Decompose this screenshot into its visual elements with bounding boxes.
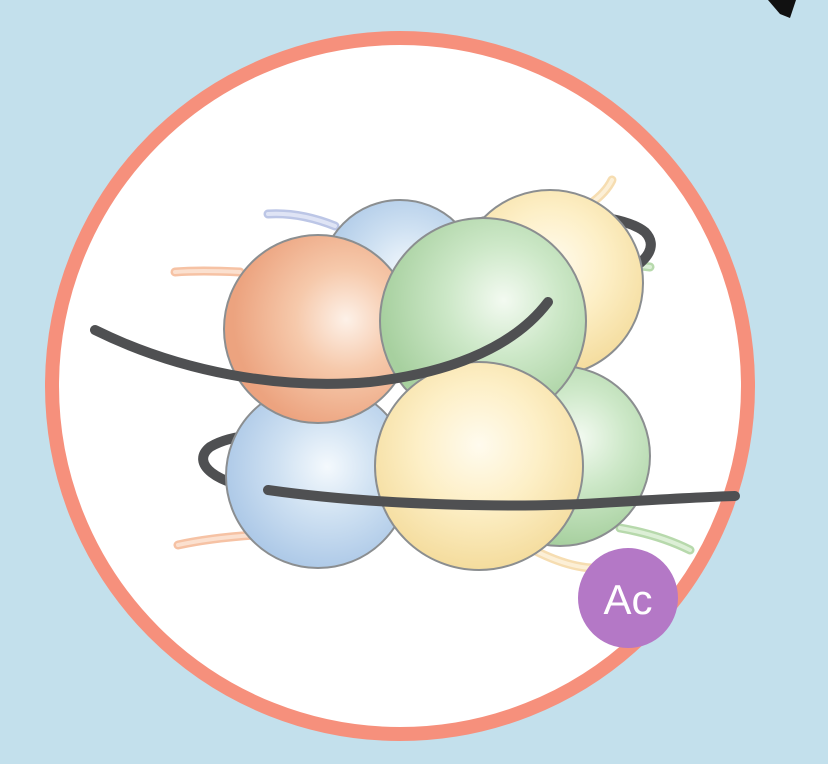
edge-mark — [768, 0, 796, 18]
histone-yellow-bottom — [375, 362, 583, 570]
acetyl-badge-label: Ac — [603, 576, 652, 623]
